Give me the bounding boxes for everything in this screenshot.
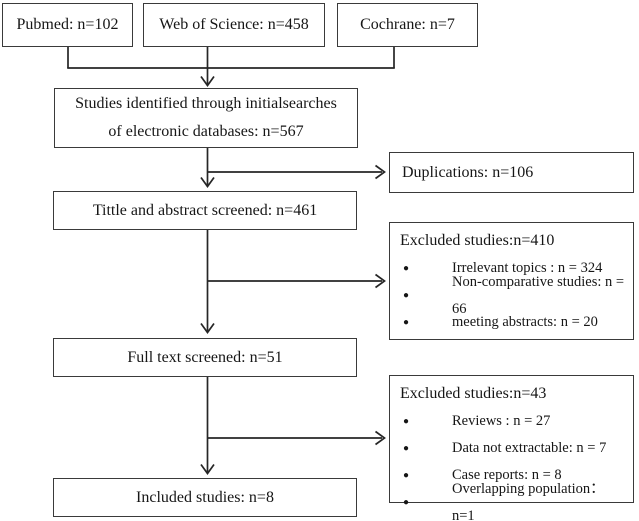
studies-identified-line1: Studies identified through initialsearch… (75, 95, 337, 112)
bullet-icon: ● (403, 416, 410, 427)
arrowhead-down-4 (200, 464, 215, 475)
cochrane-label: Cochrane: n=7 (360, 16, 455, 33)
arrowhead-down-3 (200, 323, 215, 334)
bullet-icon: ● (403, 317, 410, 328)
web-of-science-label: Web of Science: n=458 (159, 16, 309, 33)
box-excluded-screening: Excluded studies:n=410 ● Irrelevant topi… (389, 222, 634, 340)
excluded-fulltext-item-label: Data not extractable: n = 7 (452, 440, 607, 456)
title-abstract-label: Tittle and abstract screened: n=461 (92, 201, 318, 219)
excluded-fulltext-item-label: Overlapping population： n=1 (452, 480, 605, 521)
excluded-screening-item-label: Irrelevant topics : n = 324 (452, 260, 603, 276)
arrowhead-right-1 (375, 164, 386, 180)
arrowhead-down-1 (200, 76, 215, 87)
arrowhead-right-2 (375, 273, 386, 289)
included-studies-label: Included studies: n=8 (136, 488, 274, 506)
excluded-screening-title: Excluded studies:n=410 (400, 232, 555, 249)
box-title-abstract-screened: Tittle and abstract screened: n=461 (53, 191, 357, 230)
excluded-fulltext-item: ● Reviews : n = 27 (400, 408, 629, 435)
bullet-icon: ● (403, 497, 410, 508)
box-studies-identified: Studies identified through initialsearch… (54, 88, 358, 148)
studies-identified-line2: of electronic databases: n=567 (108, 123, 304, 140)
excluded-fulltext-item-label: Reviews : n = 27 (452, 413, 551, 429)
excluded-fulltext-item: ● Overlapping population： n=1 (400, 481, 629, 521)
excluded-fulltext-item: ● Case reports: n = 8 (400, 462, 629, 489)
arrowhead-right-3 (375, 430, 386, 446)
excluded-screening-item-label: Non-comparative studies: n = 66 (452, 273, 625, 317)
duplications-label: Duplications: n=106 (402, 163, 534, 181)
box-web-of-science: Web of Science: n=458 (143, 3, 325, 47)
bullet-icon: ● (403, 470, 410, 481)
pubmed-label: Pubmed: n=102 (16, 16, 119, 33)
full-text-label: Full text screened: n=51 (127, 348, 283, 366)
box-cochrane: Cochrane: n=7 (337, 3, 478, 47)
excluded-fulltext-item-label: Case reports: n = 8 (452, 467, 562, 483)
excluded-fulltext-item: ● Data not extractable: n = 7 (400, 435, 629, 462)
arrowhead-down-2 (200, 177, 215, 188)
excluded-screening-item: ● meeting abstracts: n = 20 (400, 309, 629, 336)
bullet-icon: ● (403, 290, 410, 301)
box-duplications: Duplications: n=106 (389, 152, 634, 193)
excluded-screening-item-label: meeting abstracts: n = 20 (452, 314, 598, 330)
excluded-screening-item: ● Irrelevant topics : n = 324 (400, 255, 629, 282)
box-excluded-fulltext: Excluded studies:n=43 ● Reviews : n = 27… (389, 375, 634, 521)
excluded-fulltext-title: Excluded studies:n=43 (400, 385, 547, 402)
excluded-screening-item: ● Non-comparative studies: n = 66 (400, 274, 629, 317)
bullet-icon: ● (403, 443, 410, 454)
box-full-text-screened: Full text screened: n=51 (53, 338, 357, 377)
box-pubmed: Pubmed: n=102 (2, 3, 133, 47)
box-included-studies: Included studies: n=8 (53, 478, 357, 517)
bullet-icon: ● (403, 263, 410, 274)
